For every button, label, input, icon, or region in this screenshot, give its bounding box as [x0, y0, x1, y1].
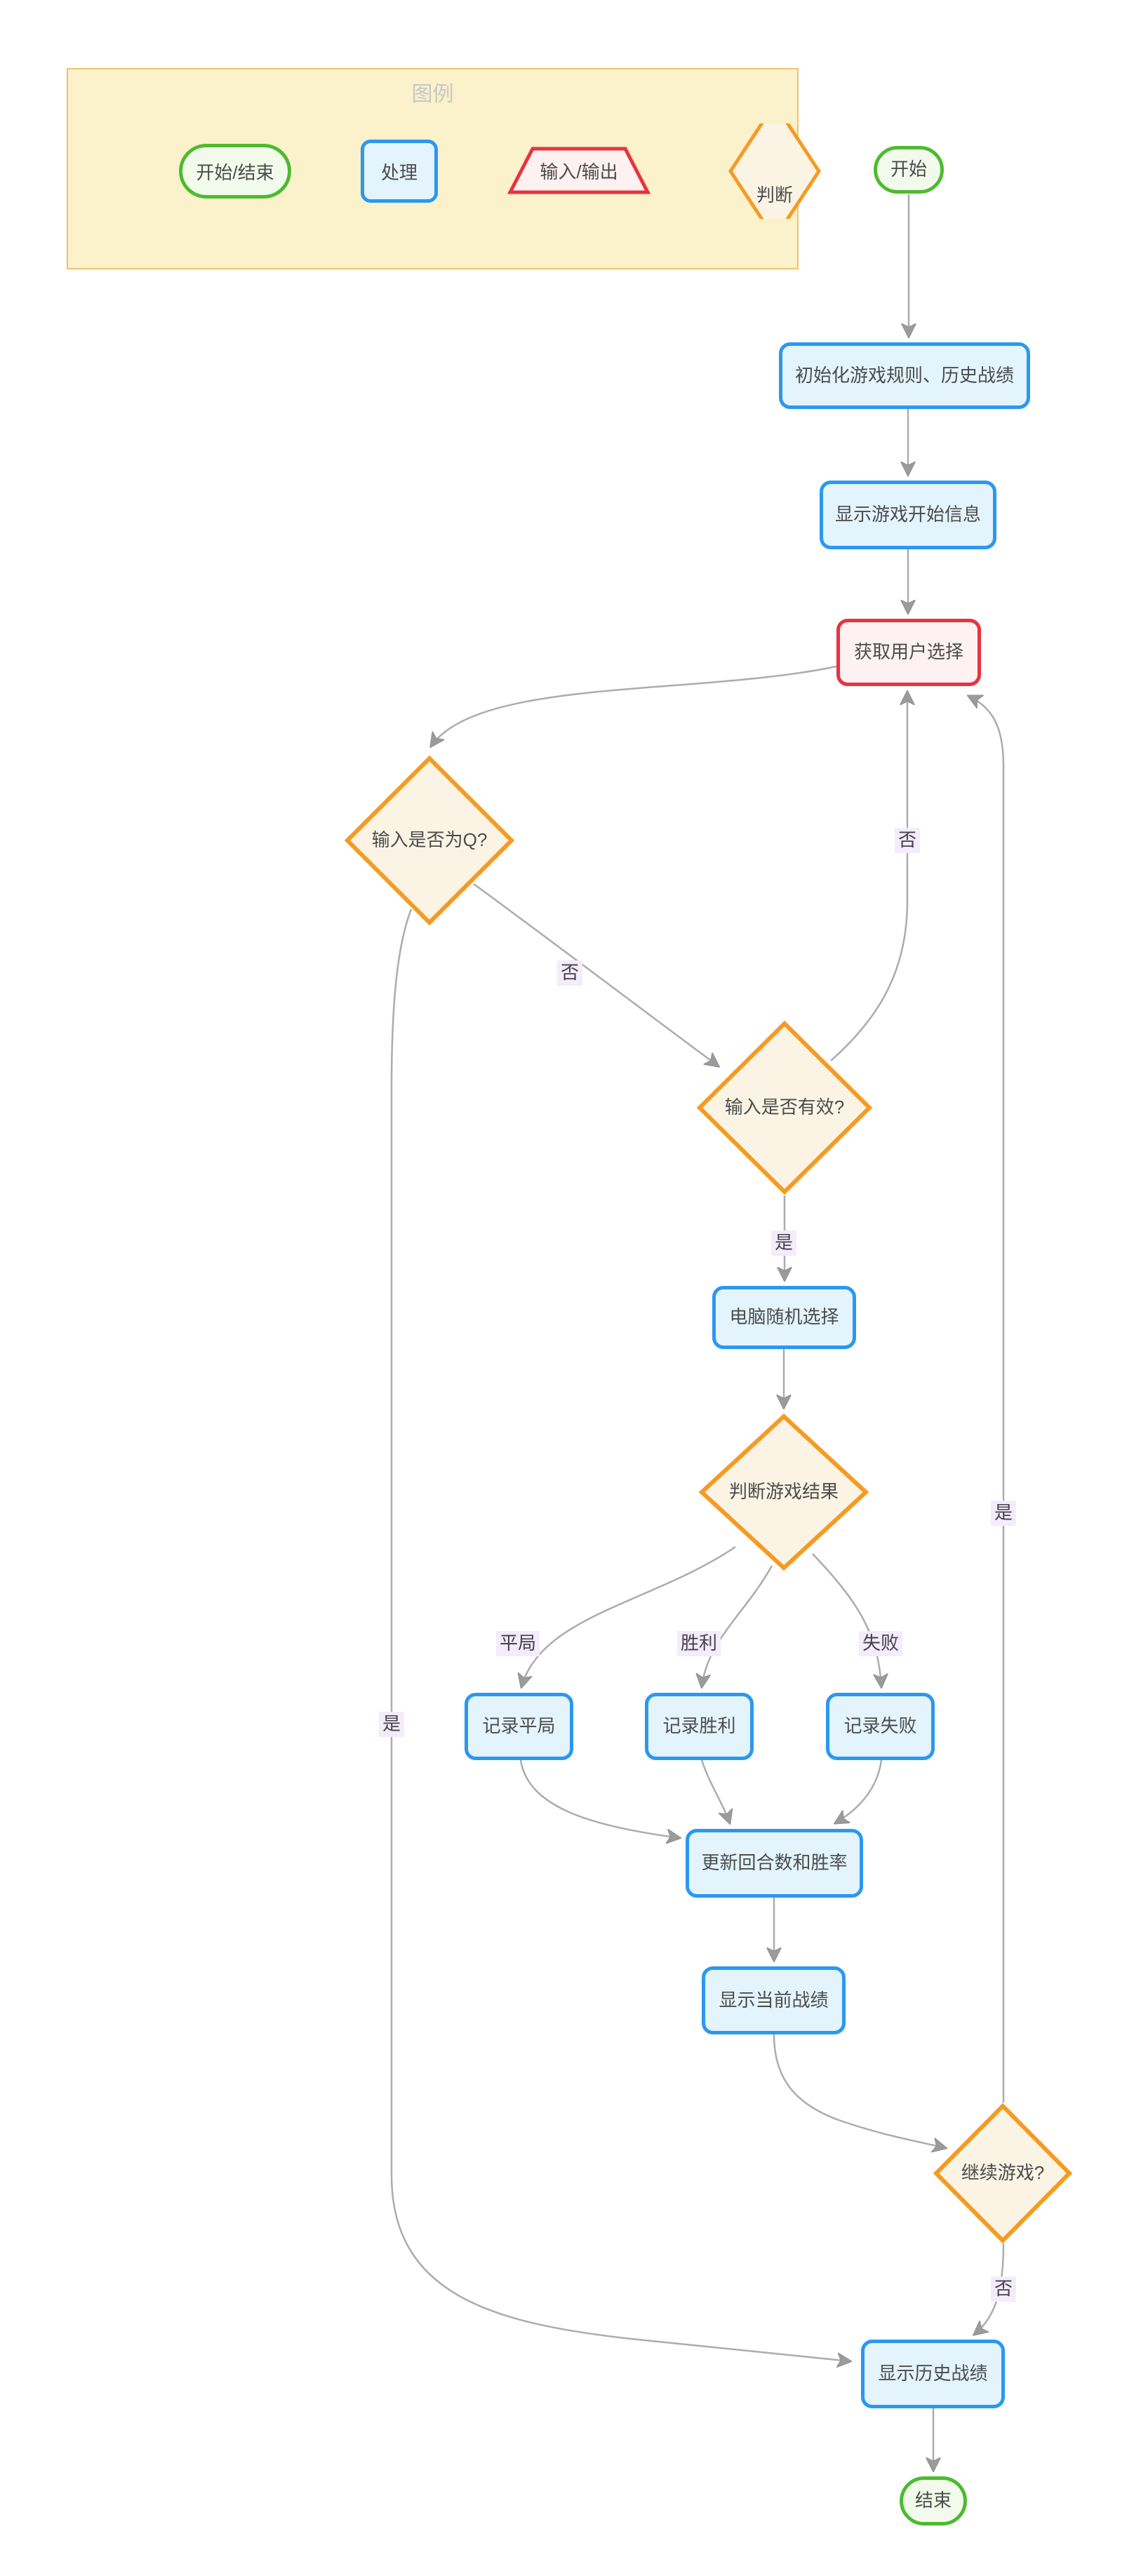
edge-label-continue-no: 否 — [990, 2276, 1017, 2302]
edge-label-q-yes: 是 — [378, 1712, 405, 1737]
node-show-current-label: 显示当前战绩 — [719, 1989, 829, 2011]
node-show-start-label: 显示游戏开始信息 — [834, 504, 981, 525]
edge-continue-yes-to-get-choice — [968, 696, 1005, 2102]
legend-terminator-label: 开始/结束 — [196, 161, 274, 183]
legend-decision-label: 判断 — [756, 184, 793, 206]
legend-item-terminator: 开始/结束 — [179, 144, 291, 199]
diamond-shape — [728, 123, 821, 219]
edge-is-valid-no-to-get-choice — [830, 692, 907, 1061]
edge-is-q-no-to-is-valid — [473, 883, 719, 1066]
decision-diamond-shape — [698, 1413, 869, 1571]
legend-process-label: 处理 — [380, 161, 418, 183]
node-record-loss-label: 记录失败 — [843, 1715, 917, 1737]
node-init[interactable]: 初始化游戏规则、历史战绩 — [779, 342, 1030, 409]
edge-judge-win — [702, 1565, 773, 1687]
node-computer-pick-label: 电脑随机选择 — [729, 1306, 839, 1328]
legend-item-process: 处理 — [361, 140, 438, 203]
edge-label-valid-no: 否 — [894, 828, 921, 853]
node-get-choice-label: 获取用户选择 — [853, 641, 963, 663]
node-init-label: 初始化游戏规则、历史战绩 — [794, 364, 1014, 386]
edge-is-q-yes-to-show-history — [390, 908, 850, 2361]
edge-get-choice-to-is-q — [431, 665, 837, 746]
edge-label-valid-yes: 是 — [770, 1230, 797, 1256]
node-record-draw-label: 记录平局 — [482, 1715, 556, 1737]
node-show-history[interactable]: 显示历史战绩 — [861, 2340, 1005, 2408]
node-computer-pick[interactable]: 电脑随机选择 — [712, 1286, 856, 1349]
legend-item-decision: 判断 — [728, 123, 822, 241]
node-record-win[interactable]: 记录胜利 — [645, 1693, 754, 1760]
node-start[interactable]: 开始 — [874, 146, 944, 194]
node-show-history-label: 显示历史战绩 — [878, 2363, 988, 2384]
edge-judge-draw — [521, 1545, 736, 1687]
edge-label-result-win: 胜利 — [676, 1631, 721, 1656]
node-judge-result-label: 判断游戏结果 — [728, 1481, 839, 1503]
edge-label-continue-yes: 是 — [990, 1501, 1017, 1526]
edge-show-current-to-continue — [773, 2034, 946, 2148]
node-continue-game-label: 继续游戏? — [961, 2162, 1045, 2184]
trapezoid-shape — [507, 147, 650, 194]
node-judge-result[interactable]: 判断游戏结果 — [698, 1413, 869, 1571]
node-get-choice[interactable]: 获取用户选择 — [836, 619, 981, 686]
node-show-current[interactable]: 显示当前战绩 — [702, 1966, 846, 2034]
edge-label-result-draw: 平局 — [495, 1631, 540, 1656]
node-continue-game[interactable]: 继续游戏? — [933, 2102, 1073, 2244]
edge-label-q-no: 否 — [556, 960, 583, 986]
node-is-q-label: 输入是否为Q? — [371, 829, 488, 851]
node-update-stats[interactable]: 更新回合数和胜率 — [686, 1829, 863, 1898]
node-record-draw[interactable]: 记录平局 — [465, 1693, 573, 1760]
node-end-label: 结束 — [914, 2490, 952, 2511]
legend-io-label: 输入/输出 — [540, 161, 618, 182]
node-is-q[interactable]: 输入是否为Q? — [344, 755, 515, 926]
node-start-label: 开始 — [890, 159, 927, 180]
legend: 图例 开始/结束 处理 输入/输出 判断 — [67, 68, 821, 269]
decision-diamond-shape — [696, 1020, 873, 1195]
node-record-loss[interactable]: 记录失败 — [826, 1693, 935, 1760]
node-is-valid-label: 输入是否有效? — [724, 1096, 845, 1118]
edge-loss-to-update — [835, 1759, 883, 1823]
edge-judge-loss — [812, 1553, 881, 1687]
edge-label-result-loss: 失败 — [858, 1631, 903, 1656]
decision-diamond-shape — [933, 2102, 1073, 2244]
node-show-start[interactable]: 显示游戏开始信息 — [820, 481, 996, 549]
node-record-win-label: 记录胜利 — [662, 1715, 736, 1737]
edge-win-to-update — [700, 1759, 730, 1823]
node-update-stats-label: 更新回合数和胜率 — [701, 1852, 848, 1874]
legend-title: 图例 — [411, 83, 454, 106]
edge-draw-to-update — [519, 1759, 680, 1838]
node-is-valid[interactable]: 输入是否有效? — [696, 1020, 873, 1195]
legend-item-input-output: 输入/输出 — [507, 146, 650, 195]
node-end[interactable]: 结束 — [900, 2476, 967, 2525]
decision-diamond-shape — [344, 755, 515, 926]
